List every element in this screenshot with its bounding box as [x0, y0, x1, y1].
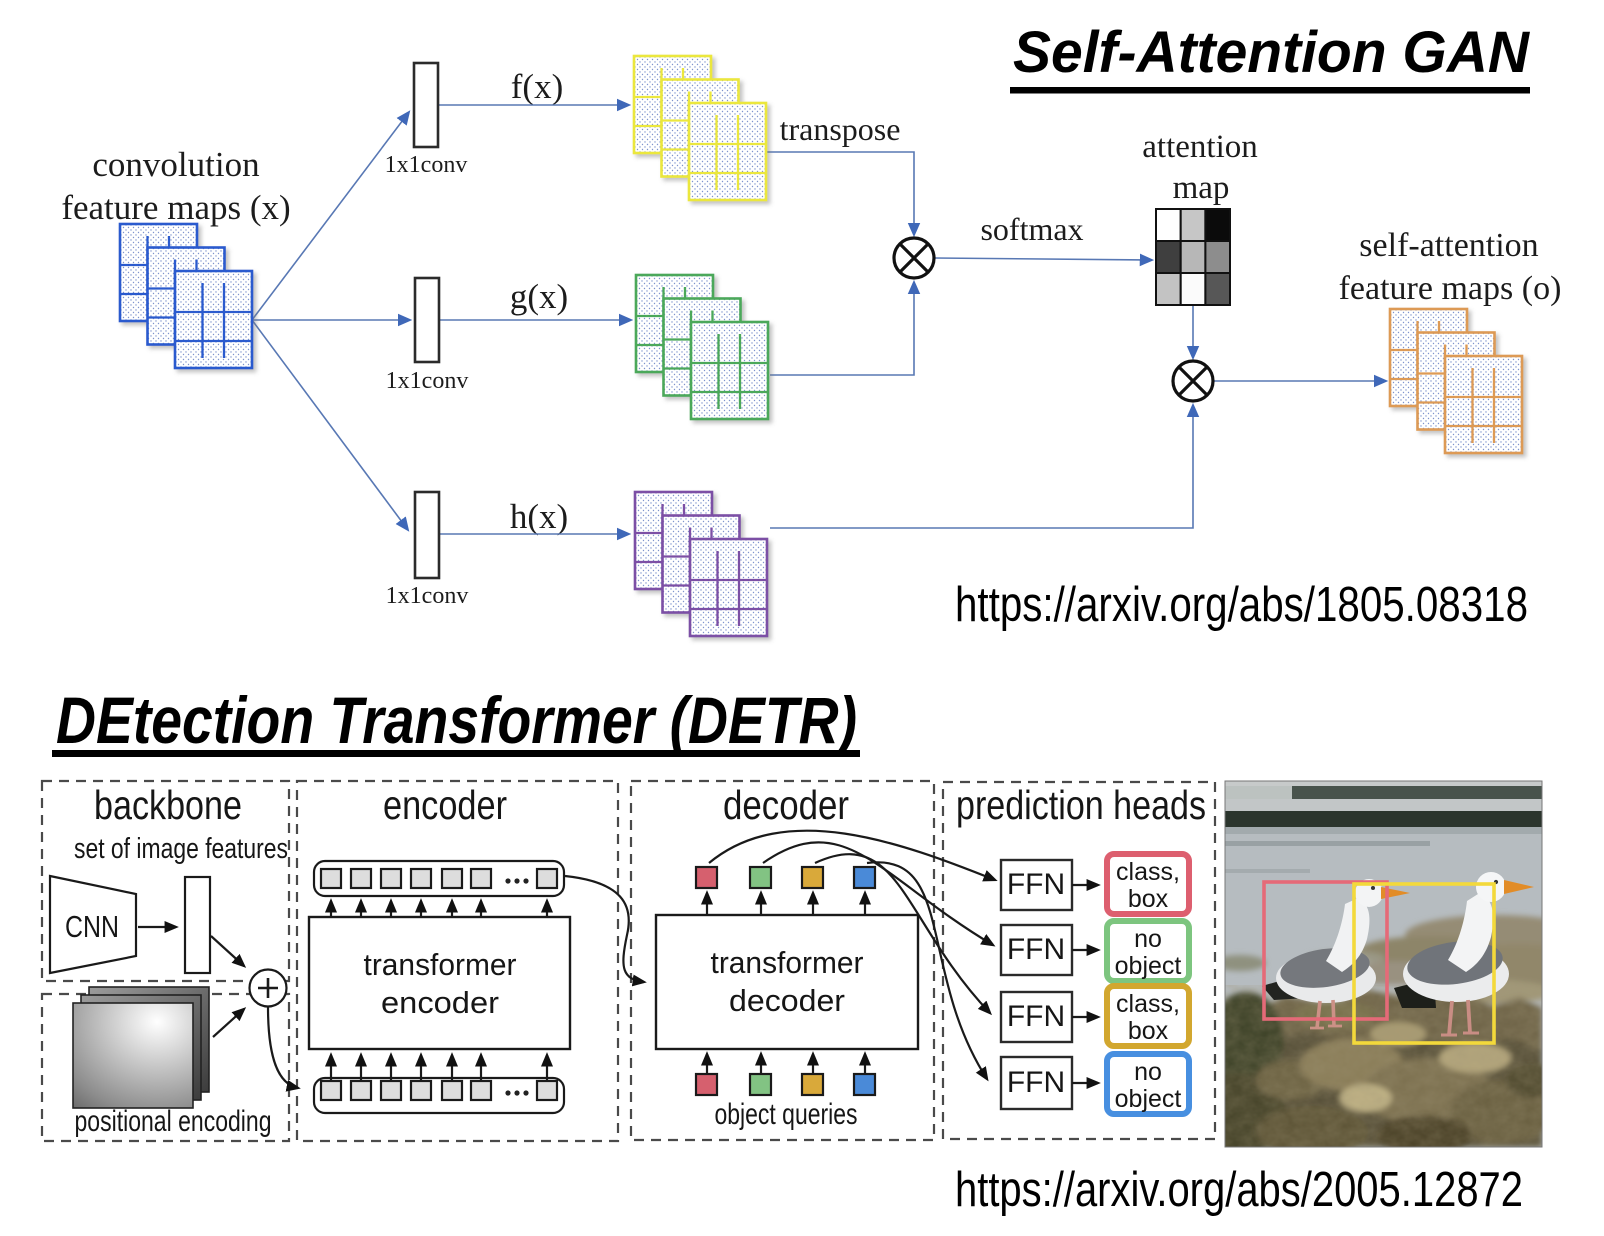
- svg-text:transformer: transformer: [364, 947, 517, 982]
- svg-text:transformer: transformer: [711, 945, 864, 980]
- svg-text:decoder: decoder: [729, 983, 845, 1018]
- svg-text:CNN: CNN: [65, 909, 119, 944]
- svg-text:box: box: [1128, 885, 1169, 913]
- svg-text:FFN: FFN: [1007, 1000, 1065, 1033]
- svg-text:class,: class,: [1116, 990, 1180, 1018]
- svg-text:attention: attention: [1142, 129, 1257, 165]
- svg-text:1x1conv: 1x1conv: [386, 583, 469, 609]
- svg-text:no: no: [1134, 925, 1162, 953]
- svg-text:DEtection Transformer (DETR): DEtection Transformer (DETR): [56, 683, 857, 757]
- svg-text:FFN: FFN: [1007, 868, 1065, 901]
- svg-text:self-attention: self-attention: [1359, 227, 1538, 264]
- svg-text:no: no: [1134, 1058, 1162, 1086]
- svg-text:class,: class,: [1116, 858, 1180, 886]
- svg-text:FFN: FFN: [1007, 933, 1065, 966]
- svg-text:transpose: transpose: [780, 111, 901, 147]
- svg-text:encoder: encoder: [383, 782, 507, 828]
- svg-text:box: box: [1128, 1017, 1169, 1045]
- svg-text:https://arxiv.org/abs/2005.128: https://arxiv.org/abs/2005.12872: [955, 1163, 1523, 1217]
- svg-text:object queries: object queries: [715, 1098, 858, 1131]
- svg-text:1x1conv: 1x1conv: [386, 368, 469, 394]
- svg-text:FFN: FFN: [1007, 1066, 1065, 1099]
- svg-text:g(x): g(x): [510, 277, 568, 316]
- svg-text:prediction heads: prediction heads: [956, 782, 1206, 828]
- svg-text:positional encoding: positional encoding: [75, 1105, 272, 1138]
- svg-text:decoder: decoder: [723, 782, 849, 828]
- svg-text:feature maps (x): feature maps (x): [61, 188, 290, 227]
- svg-text:h(x): h(x): [510, 497, 568, 536]
- svg-text:1x1conv: 1x1conv: [385, 152, 468, 178]
- svg-text:map: map: [1173, 170, 1230, 206]
- svg-text:backbone: backbone: [94, 782, 242, 828]
- svg-text:object: object: [1115, 1085, 1182, 1113]
- svg-text:convolution: convolution: [92, 145, 259, 184]
- svg-text:set of image features: set of image features: [74, 833, 288, 865]
- svg-text:encoder: encoder: [381, 985, 499, 1020]
- svg-text:object: object: [1115, 952, 1182, 980]
- svg-text:softmax: softmax: [980, 211, 1083, 247]
- svg-text:Self-Attention GAN: Self-Attention GAN: [1013, 20, 1530, 85]
- svg-text:https://arxiv.org/abs/1805.083: https://arxiv.org/abs/1805.08318: [955, 578, 1528, 632]
- svg-text:feature maps (o): feature maps (o): [1339, 270, 1562, 307]
- svg-text:f(x): f(x): [511, 67, 563, 106]
